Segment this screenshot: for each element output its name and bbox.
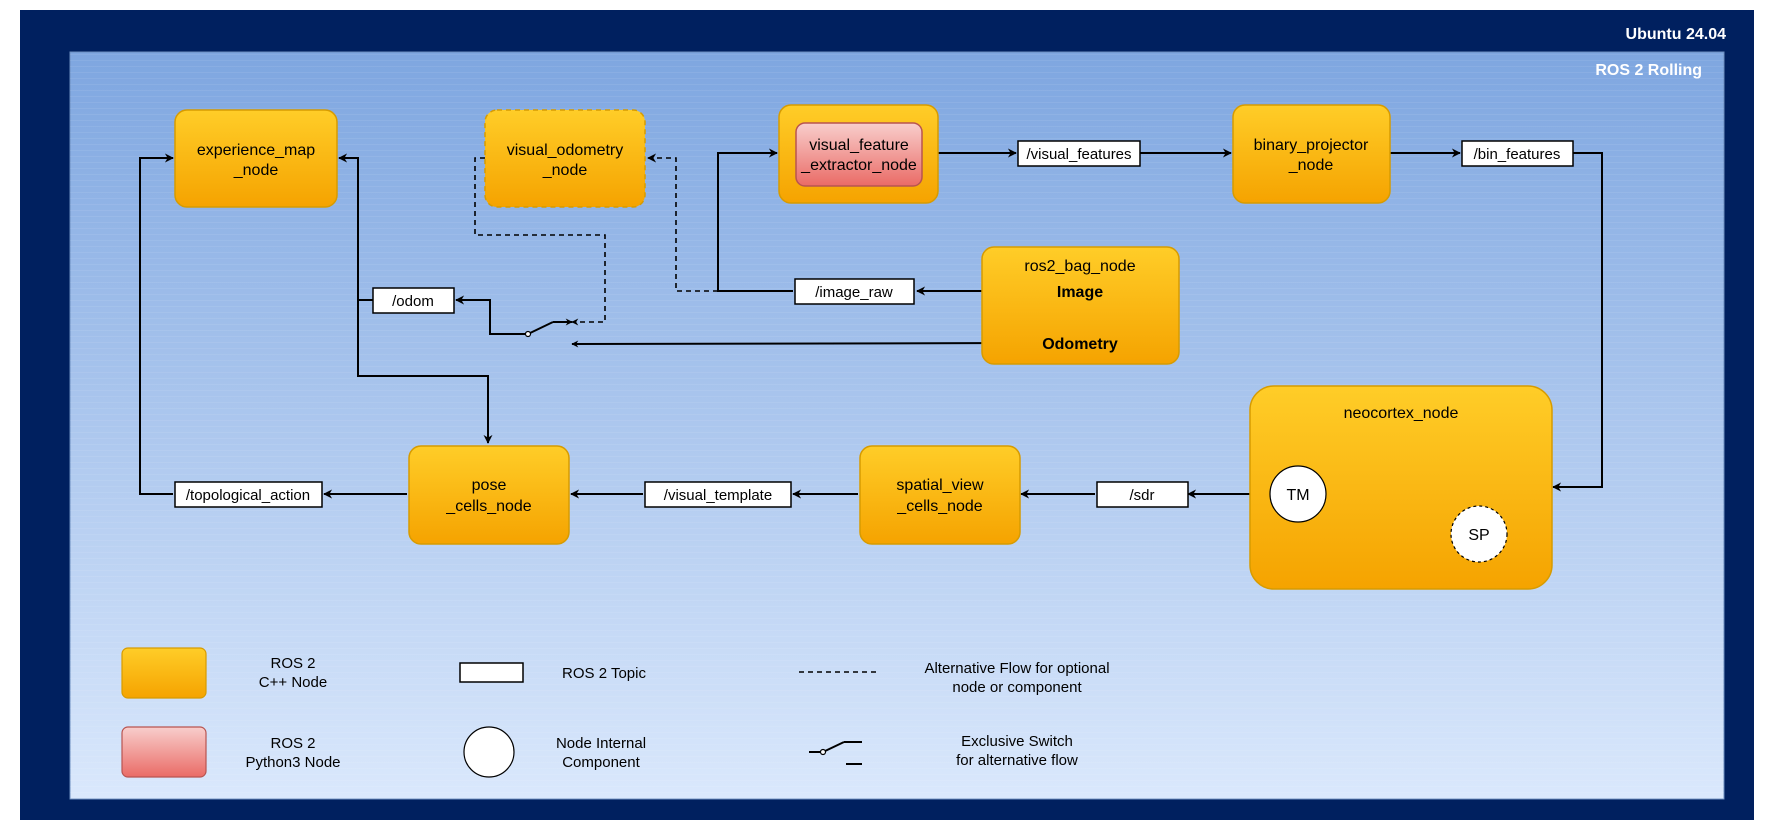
legend-python-node: ROS 2 Python3 Node xyxy=(121,726,341,778)
pose-cells-node: pose _cells_node xyxy=(408,445,570,545)
topic-topological-action: /topological_action xyxy=(174,481,323,508)
legend-topic: ROS 2 Topic xyxy=(459,662,646,683)
topic-sdr: /sdr xyxy=(1096,481,1189,508)
odometry-port: Odometry xyxy=(1042,336,1118,353)
svg-text:node or component: node or component xyxy=(952,679,1082,696)
topic-image-raw: /image_raw xyxy=(794,278,915,305)
svg-text:/visual_features: /visual_features xyxy=(1026,146,1131,163)
svg-text:visual_odometry: visual_odometry xyxy=(507,142,624,159)
topic-visual-template: /visual_template xyxy=(644,481,792,508)
svg-text:SP: SP xyxy=(1468,527,1489,544)
experience-map-node: experience_map _node xyxy=(174,109,338,208)
svg-text:_node: _node xyxy=(542,162,588,179)
svg-text:ROS 2: ROS 2 xyxy=(270,655,315,672)
svg-text:C++ Node: C++ Node xyxy=(259,674,327,691)
legend: ROS 2 C++ Node ROS 2 Python3 Node ROS 2 … xyxy=(121,647,1110,778)
svg-text:binary_projector: binary_projector xyxy=(1254,137,1369,154)
svg-text:ROS 2: ROS 2 xyxy=(270,735,315,752)
spatial-view-cells-node: spatial_view _cells_node xyxy=(859,445,1021,545)
svg-text:_node: _node xyxy=(1288,157,1334,174)
topic-odom: /odom xyxy=(372,287,455,314)
svg-text:pose: pose xyxy=(472,477,507,494)
svg-text:/bin_features: /bin_features xyxy=(1474,146,1561,163)
tm-component: TM xyxy=(1269,465,1327,523)
legend-exclusive-switch: Exclusive Switch for alternative flow xyxy=(809,733,1078,769)
svg-text:/sdr: /sdr xyxy=(1129,487,1154,504)
image-port: Image xyxy=(1057,284,1103,301)
svg-text:_cells_node: _cells_node xyxy=(896,498,983,515)
legend-internal-component: Node Internal Component xyxy=(463,726,646,778)
ros-label: ROS 2 Rolling xyxy=(1595,62,1702,79)
svg-text:/visual_template: /visual_template xyxy=(664,487,772,504)
svg-text:_cells_node: _cells_node xyxy=(445,498,532,515)
svg-text:TM: TM xyxy=(1286,487,1309,504)
topic-visual-features: /visual_features xyxy=(1017,140,1141,167)
svg-text:for alternative flow: for alternative flow xyxy=(956,752,1078,769)
legend-cpp-node: ROS 2 C++ Node xyxy=(121,647,327,699)
sp-component: SP xyxy=(1450,505,1508,563)
svg-text:Node Internal: Node Internal xyxy=(556,735,646,752)
svg-text:_node: _node xyxy=(233,162,279,179)
legend-alternative-flow: Alternative Flow for optional node or co… xyxy=(799,660,1110,696)
svg-text:/image_raw: /image_raw xyxy=(815,284,893,301)
binary-projector-node: binary_projector _node xyxy=(1232,104,1391,204)
visual-odometry-node: visual_odometry _node xyxy=(484,109,646,208)
svg-text:Python3 Node: Python3 Node xyxy=(245,754,340,771)
os-label: Ubuntu 24.04 xyxy=(1626,26,1727,43)
svg-text:ROS 2 Topic: ROS 2 Topic xyxy=(562,665,646,682)
svg-text:_extractor_node: _extractor_node xyxy=(800,157,917,174)
ros2-bag-node: ros2_bag_node Image Odometry xyxy=(981,246,1180,365)
svg-text:/topological_action: /topological_action xyxy=(186,487,310,504)
svg-text:Component: Component xyxy=(562,754,640,771)
visual-feature-extractor-node: visual_feature _extractor_node xyxy=(778,104,939,204)
svg-text:Alternative Flow for optional: Alternative Flow for optional xyxy=(924,660,1109,677)
svg-text:spatial_view: spatial_view xyxy=(896,477,984,494)
svg-text:experience_map: experience_map xyxy=(197,142,315,159)
topic-bin-features: /bin_features xyxy=(1461,140,1574,167)
svg-text:/odom: /odom xyxy=(392,293,434,310)
svg-text:ros2_bag_node: ros2_bag_node xyxy=(1024,258,1135,275)
svg-text:Exclusive Switch: Exclusive Switch xyxy=(961,733,1073,750)
svg-text:neocortex_node: neocortex_node xyxy=(1344,405,1459,422)
svg-text:visual_feature: visual_feature xyxy=(809,137,909,154)
